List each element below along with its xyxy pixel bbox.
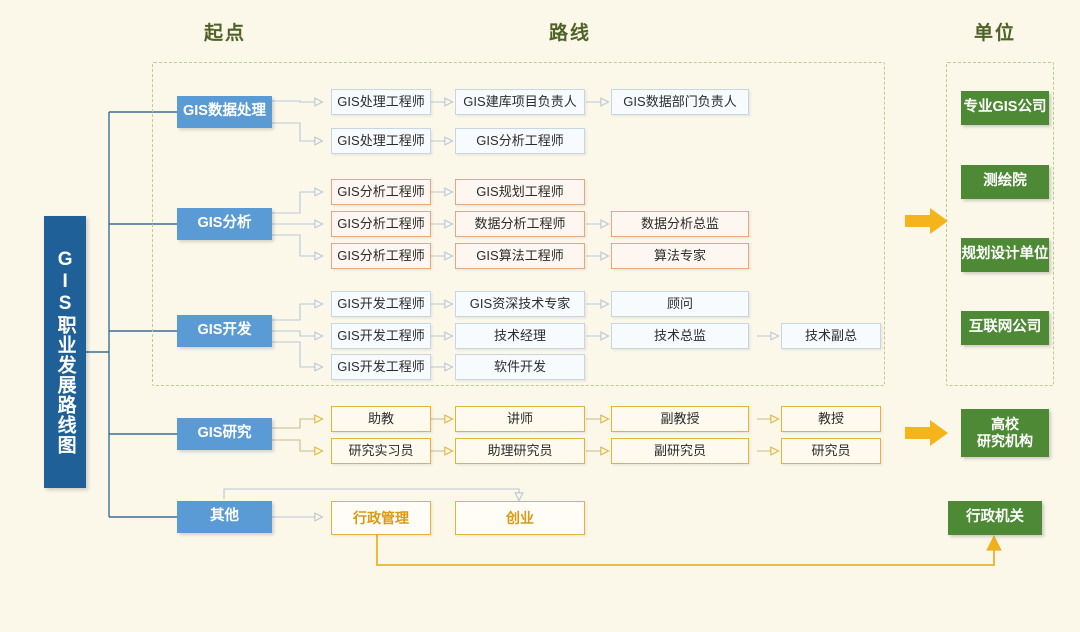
header-start: 起点 [203, 23, 246, 44]
node-box[interactable]: GIS处理工程师 [331, 128, 431, 154]
node-box[interactable]: 顾问 [611, 291, 749, 317]
unit-box-planning-design[interactable]: 规划设计单位 [961, 238, 1049, 272]
node-box[interactable]: 研究员 [781, 438, 881, 464]
unit-box-surveying-institute[interactable]: 测绘院 [961, 165, 1049, 199]
node-box[interactable]: 助理研究员 [455, 438, 585, 464]
node-box[interactable]: 算法专家 [611, 243, 749, 269]
node-box[interactable]: GIS算法工程师 [455, 243, 585, 269]
node-box[interactable]: GIS开发工程师 [331, 291, 431, 317]
node-box-entrepreneurship[interactable]: 创业 [455, 501, 585, 535]
node-box[interactable]: 助教 [331, 406, 431, 432]
node-box[interactable]: 数据分析总监 [611, 211, 749, 237]
unit-group-region [946, 62, 1054, 386]
node-box[interactable]: 副教授 [611, 406, 749, 432]
node-box[interactable]: 软件开发 [455, 354, 585, 380]
category-box-other[interactable]: 其他 [177, 501, 272, 533]
node-box[interactable]: 技术副总 [781, 323, 881, 349]
node-box[interactable]: 数据分析工程师 [455, 211, 585, 237]
node-box[interactable]: GIS分析工程师 [455, 128, 585, 154]
node-box[interactable]: GIS分析工程师 [331, 211, 431, 237]
node-box[interactable]: GIS开发工程师 [331, 323, 431, 349]
route-group-region [152, 62, 885, 386]
unit-box-government[interactable]: 行政机关 [948, 501, 1042, 535]
category-box-research[interactable]: GIS研究 [177, 418, 272, 450]
node-box[interactable]: 技术总监 [611, 323, 749, 349]
node-box-administration[interactable]: 行政管理 [331, 501, 431, 535]
unit-box-academy[interactable]: 高校 研究机构 [961, 409, 1049, 457]
node-box[interactable]: 讲师 [455, 406, 585, 432]
node-box[interactable]: GIS资深技术专家 [455, 291, 585, 317]
roadmap-title: GIS职业发展路线图 [44, 216, 86, 488]
category-box-data-processing[interactable]: GIS数据处理 [177, 96, 272, 128]
category-box-analysis[interactable]: GIS分析 [177, 208, 272, 240]
node-box[interactable]: GIS分析工程师 [331, 179, 431, 205]
node-box[interactable]: 教授 [781, 406, 881, 432]
node-box[interactable]: GIS分析工程师 [331, 243, 431, 269]
unit-box-gis-company[interactable]: 专业GIS公司 [961, 91, 1049, 125]
unit-box-internet-company[interactable]: 互联网公司 [961, 311, 1049, 345]
node-box[interactable]: GIS数据部门负责人 [611, 89, 749, 115]
node-box[interactable]: GIS规划工程师 [455, 179, 585, 205]
unit-box-academy-line1: 高校 [991, 415, 1019, 432]
header-route: 路线 [548, 23, 591, 44]
fat-arrow-to-academy [905, 418, 949, 453]
header-unit: 单位 [973, 23, 1016, 44]
node-box[interactable]: 副研究员 [611, 438, 749, 464]
node-box[interactable]: GIS处理工程师 [331, 89, 431, 115]
node-box[interactable]: GIS建库项目负责人 [455, 89, 585, 115]
node-box[interactable]: 研究实习员 [331, 438, 431, 464]
fat-arrow-to-companies [905, 206, 949, 241]
node-box[interactable]: GIS开发工程师 [331, 354, 431, 380]
node-box[interactable]: 技术经理 [455, 323, 585, 349]
unit-box-academy-line2: 研究机构 [977, 433, 1033, 449]
category-box-development[interactable]: GIS开发 [177, 315, 272, 347]
